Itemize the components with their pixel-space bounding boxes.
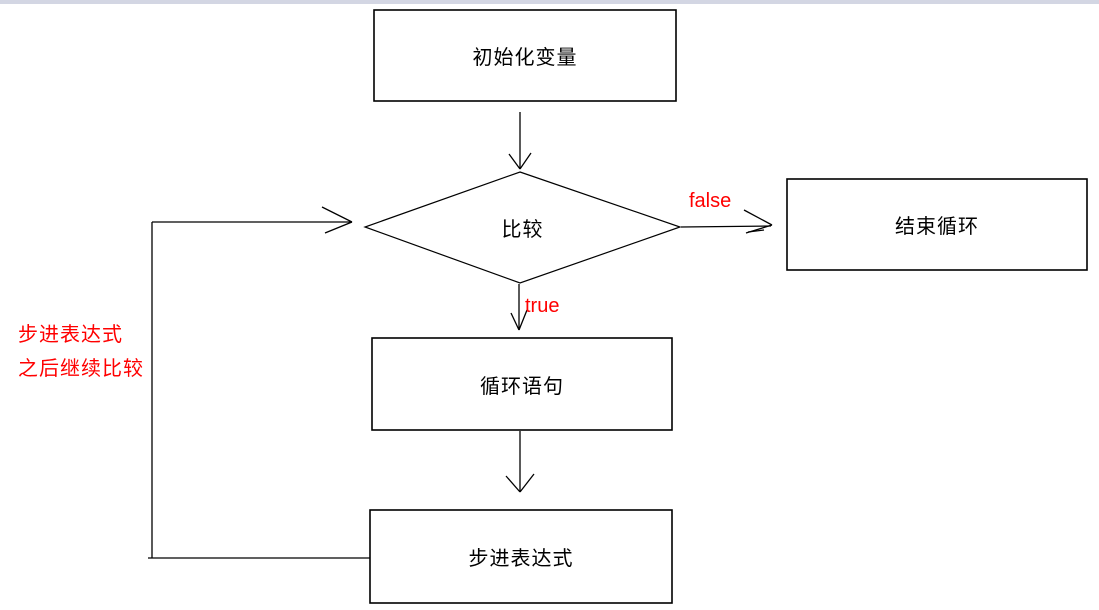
arrow-step-expr-to-compare — [148, 206, 370, 559]
node-end-loop-box — [786, 178, 1088, 271]
node-step-expr-box — [369, 509, 673, 604]
arrow-compare-to-end-loop — [680, 209, 773, 234]
node-loop-body-box — [371, 337, 673, 431]
arrow-compare-to-loop-body — [510, 284, 528, 331]
arrow-init-to-compare — [508, 112, 532, 170]
node-init-box — [373, 9, 677, 102]
arrow-loop-body-to-step-expr — [505, 431, 535, 493]
window-top-edge — [0, 0, 1099, 4]
node-compare-diamond — [363, 171, 682, 284]
